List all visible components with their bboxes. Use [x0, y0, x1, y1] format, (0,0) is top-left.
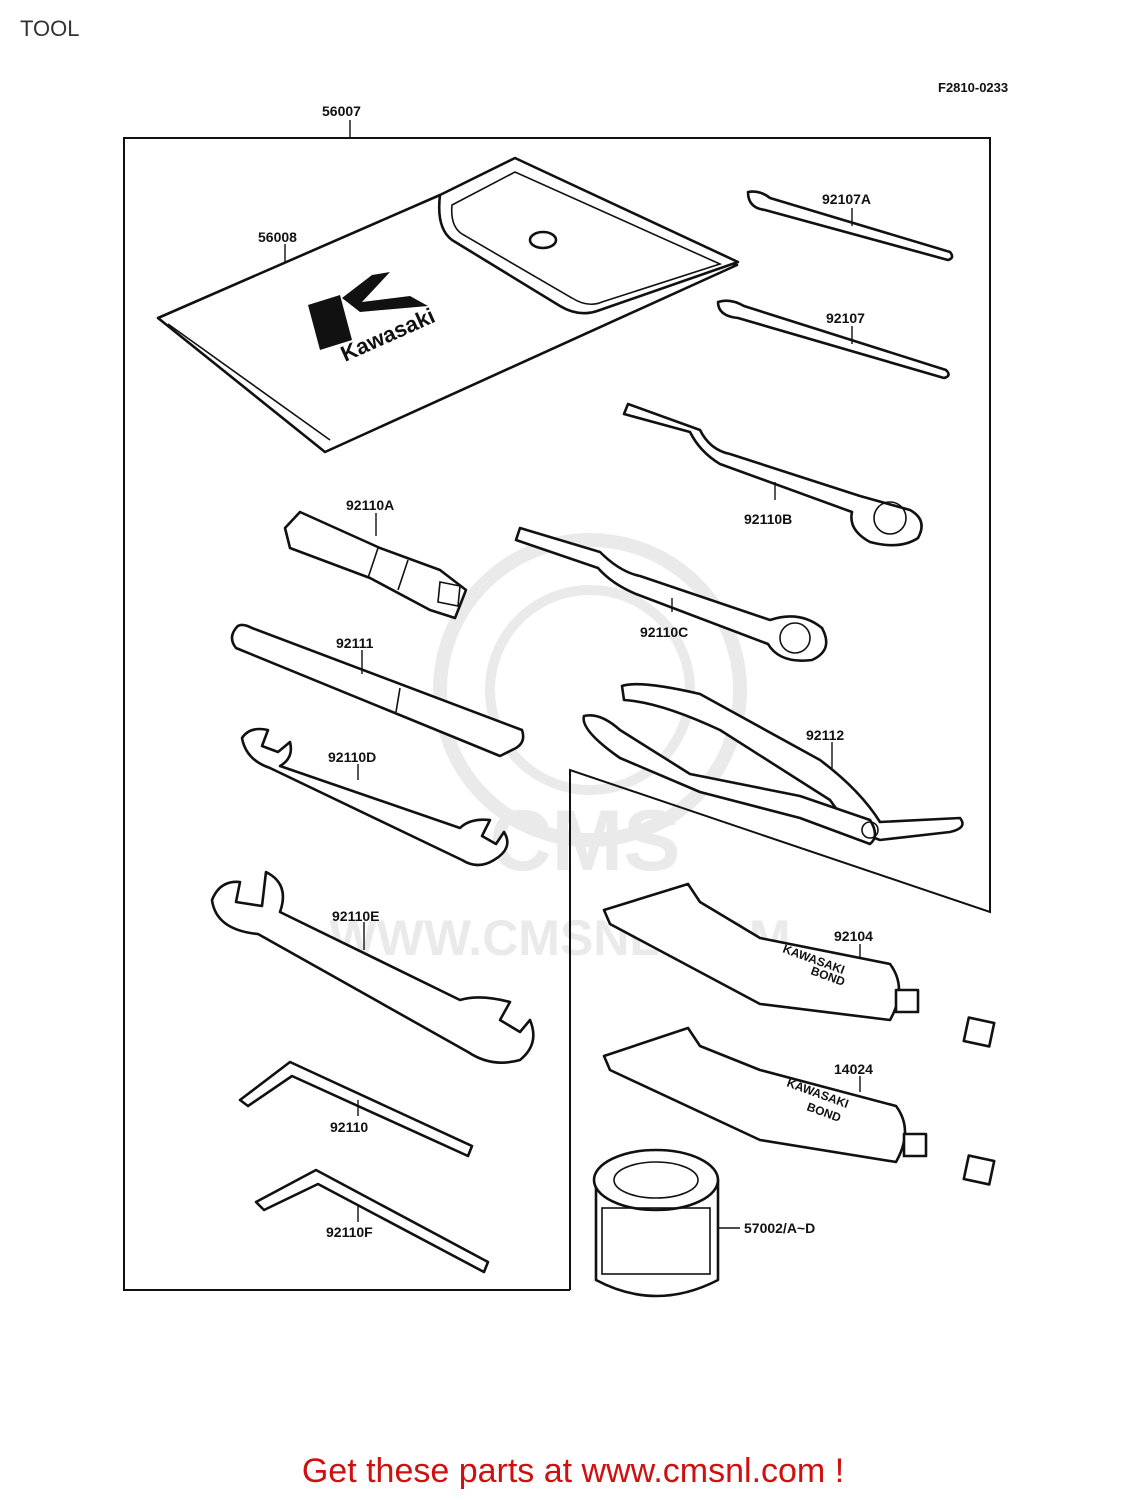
cta-link[interactable]: Get these parts at www.cmsnl.com ! — [301, 1452, 845, 1490]
ring-wrench-92110b: 92110B — [622, 402, 923, 547]
figure-code: F2810-0233 — [938, 80, 1009, 95]
handle-92111: 92111 — [230, 623, 525, 758]
label-92110d: 92110D — [328, 749, 376, 765]
bond-tube-92104: KAWASAKI BOND 92104 — [602, 882, 996, 1048]
label-92110b: 92110B — [744, 511, 792, 527]
grease-can-57002: 57002/A~D — [592, 1148, 815, 1298]
label-56008: 56008 — [258, 229, 297, 245]
screwdriver-92107: 92107 — [716, 299, 950, 380]
label-92111: 92111 — [336, 635, 374, 651]
label-92107a: 92107A — [822, 191, 871, 207]
label-92110: 92110 — [330, 1119, 368, 1135]
label-92110a: 92110A — [346, 497, 394, 513]
screwdriver-92107a: 92107A — [746, 190, 954, 262]
hex-key-92110: 92110 — [238, 1060, 474, 1158]
wrench-92110e: 92110E — [210, 870, 535, 1064]
pliers-92112: 92112 — [582, 682, 964, 846]
label-92112: 92112 — [806, 727, 844, 743]
plug-wrench-92110a: 92110A — [283, 497, 468, 620]
wrench-92110d: 92110D — [240, 727, 509, 867]
label-92110e: 92110E — [332, 908, 380, 924]
hex-key-92110f: 92110F — [254, 1168, 490, 1274]
label-56007: 56007 — [322, 103, 361, 119]
ring-wrench-92110c: 92110C — [514, 526, 828, 662]
label-92104: 92104 — [834, 928, 873, 944]
page-title: TOOL — [20, 16, 80, 41]
label-57002: 57002/A~D — [744, 1220, 815, 1236]
label-14024: 14024 — [834, 1061, 873, 1077]
label-92110c: 92110C — [640, 624, 688, 640]
label-92110f: 92110F — [326, 1224, 373, 1240]
tool-pouch: 56008 Kawasaki — [156, 156, 740, 454]
tool-kit-frame: 56007 — [123, 103, 991, 1291]
bond-tube-14024: KAWASAKI BOND 14024 — [602, 1026, 996, 1186]
label-92107: 92107 — [826, 310, 865, 326]
